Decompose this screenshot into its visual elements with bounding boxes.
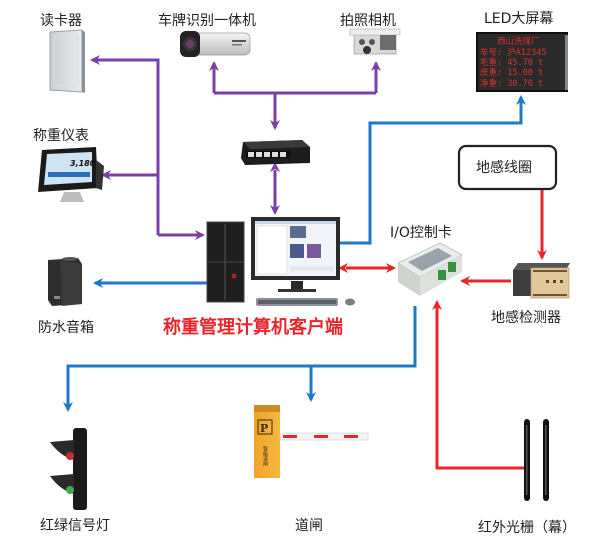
led-screen: 西山洗煤厂 车号: 沪A12345 毛重: 45.70 t 皮重: 15.00 …	[476, 11, 568, 92]
photo-camera: 拍照相机	[340, 13, 401, 55]
loop-detector: 地感检测器	[491, 263, 570, 326]
camera-icon	[349, 28, 401, 55]
computer-monitor	[251, 217, 340, 292]
indicator-readout: 3,180.	[70, 159, 98, 168]
infrared-grating-icon	[524, 419, 549, 501]
io-card-icon	[397, 242, 463, 296]
speaker-icon	[48, 257, 82, 306]
traffic-light: 红绿信号灯	[40, 428, 110, 534]
weighing-indicator: 3,180. 称重仪表	[33, 128, 104, 202]
loop-coil-label: 地感线圈	[476, 159, 532, 176]
led-screen-label: LED大屏幕	[484, 11, 553, 27]
barrier-gate: P 智能道闸 道闸	[254, 405, 369, 534]
card-reader-icon	[49, 29, 85, 93]
loop-detector-icon	[513, 263, 570, 299]
network-switch	[241, 140, 310, 165]
speaker: 防水音箱	[38, 257, 94, 336]
led-line-2: 车号: 沪A12345	[480, 47, 546, 58]
led-line-3: 毛重: 45.70 t	[480, 57, 543, 68]
led-display-icon: 西山洗煤厂 车号: 沪A12345 毛重: 45.70 t 皮重: 15.00 …	[476, 32, 568, 92]
keyboard	[256, 298, 338, 306]
plate-camera-label: 车牌识别一体机	[158, 12, 256, 29]
loop-coil: 地感线圈	[457, 144, 558, 191]
blue-connections	[63, 95, 526, 412]
bullet-camera-icon	[180, 31, 251, 57]
line-to-led-screen	[340, 95, 526, 245]
line-io-to-outputs	[63, 306, 417, 412]
line-to-card-reader	[90, 55, 160, 235]
photo-camera-label: 拍照相机	[340, 13, 396, 29]
computer-title: 称重管理计算机客户端	[163, 316, 343, 338]
loop-coil-box	[457, 144, 558, 191]
weighing-indicator-label: 称重仪表	[33, 128, 89, 144]
loop-detector-label: 地感检测器	[491, 309, 561, 326]
computer: 称重管理计算机客户端	[163, 217, 355, 338]
infrared-grating-label: 红外光栅（幕）	[478, 520, 576, 536]
weighing-indicator-icon: 3,180.	[38, 147, 104, 202]
computer-icon	[206, 217, 355, 306]
network-switch-icon	[241, 140, 310, 165]
card-reader-label: 读卡器	[40, 12, 82, 29]
traffic-light-icon	[50, 428, 87, 510]
infrared-grating: 红外光栅（幕）	[478, 419, 576, 536]
led-line-5: 净重: 30.70 t	[480, 78, 543, 89]
computer-tower	[206, 221, 245, 303]
barrier-sign: P	[260, 422, 268, 435]
traffic-light-label: 红绿信号灯	[40, 518, 110, 534]
io-card-label: I/O控制卡	[390, 225, 452, 241]
plate-camera: 车牌识别一体机	[158, 12, 256, 57]
io-card: I/O控制卡	[390, 225, 463, 296]
barrier-gate-label: 道闸	[295, 518, 323, 534]
barrier-gate-icon: P 智能道闸	[254, 405, 369, 478]
barrier-text: 智能道闸	[262, 445, 268, 467]
speaker-label: 防水音箱	[38, 319, 94, 336]
led-line-4: 皮重: 15.00 t	[480, 67, 543, 78]
red-connections	[338, 189, 547, 470]
line-grating-to-io	[432, 300, 525, 470]
mouse	[345, 298, 355, 306]
led-line-1: 西山洗煤厂	[497, 36, 540, 47]
purple-connections	[90, 55, 381, 240]
card-reader: 读卡器	[40, 12, 85, 93]
